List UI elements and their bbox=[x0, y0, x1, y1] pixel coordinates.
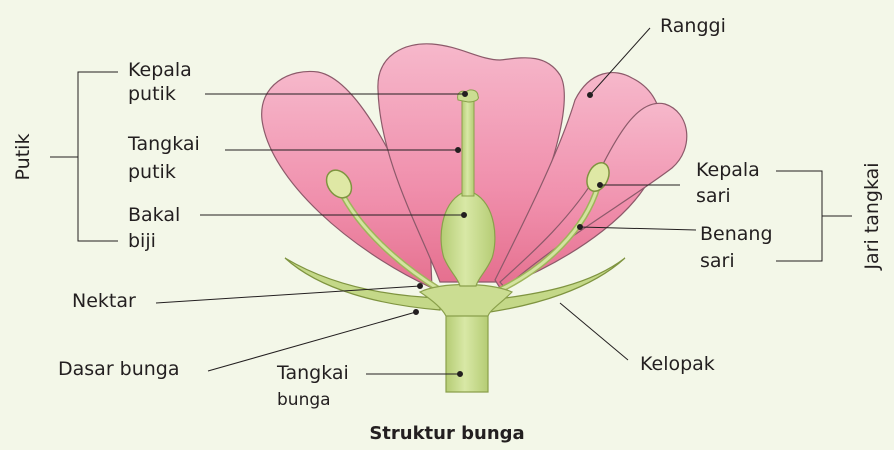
receptacle bbox=[420, 285, 512, 317]
stigma bbox=[458, 90, 479, 102]
bracket-putik bbox=[78, 72, 118, 241]
figure-caption: Struktur bunga bbox=[0, 423, 894, 444]
label-kepala-putik-1: Kepala bbox=[128, 58, 192, 82]
label-dasar-bunga: Dasar bunga bbox=[58, 357, 180, 381]
label-kelopak: Kelopak bbox=[640, 352, 715, 376]
label-benang-sari-1: Benang bbox=[700, 222, 773, 246]
label-bakal-biji-1: Bakal bbox=[128, 203, 180, 227]
label-bakal-biji-2: biji bbox=[128, 229, 156, 253]
label-tangkai-bunga-1: Tangkai bbox=[277, 361, 349, 385]
label-tangkai-putik-1: Tangkai bbox=[128, 132, 200, 156]
label-nektar: Nektar bbox=[72, 289, 136, 313]
label-kepala-sari-2: sari bbox=[696, 184, 731, 208]
label-benang-sari-2: sari bbox=[700, 249, 735, 273]
label-tangkai-putik-2: putik bbox=[128, 160, 176, 184]
label-jari-tangkai: Jari tangkai bbox=[860, 156, 884, 276]
label-ranggi: Ranggi bbox=[660, 14, 726, 38]
label-kepala-sari-1: Kepala bbox=[696, 158, 760, 182]
label-putik: Putik bbox=[11, 132, 35, 182]
label-tangkai-bunga-2: bunga bbox=[277, 388, 331, 412]
label-kepala-putik-2: putik bbox=[128, 82, 176, 106]
style bbox=[462, 100, 474, 196]
